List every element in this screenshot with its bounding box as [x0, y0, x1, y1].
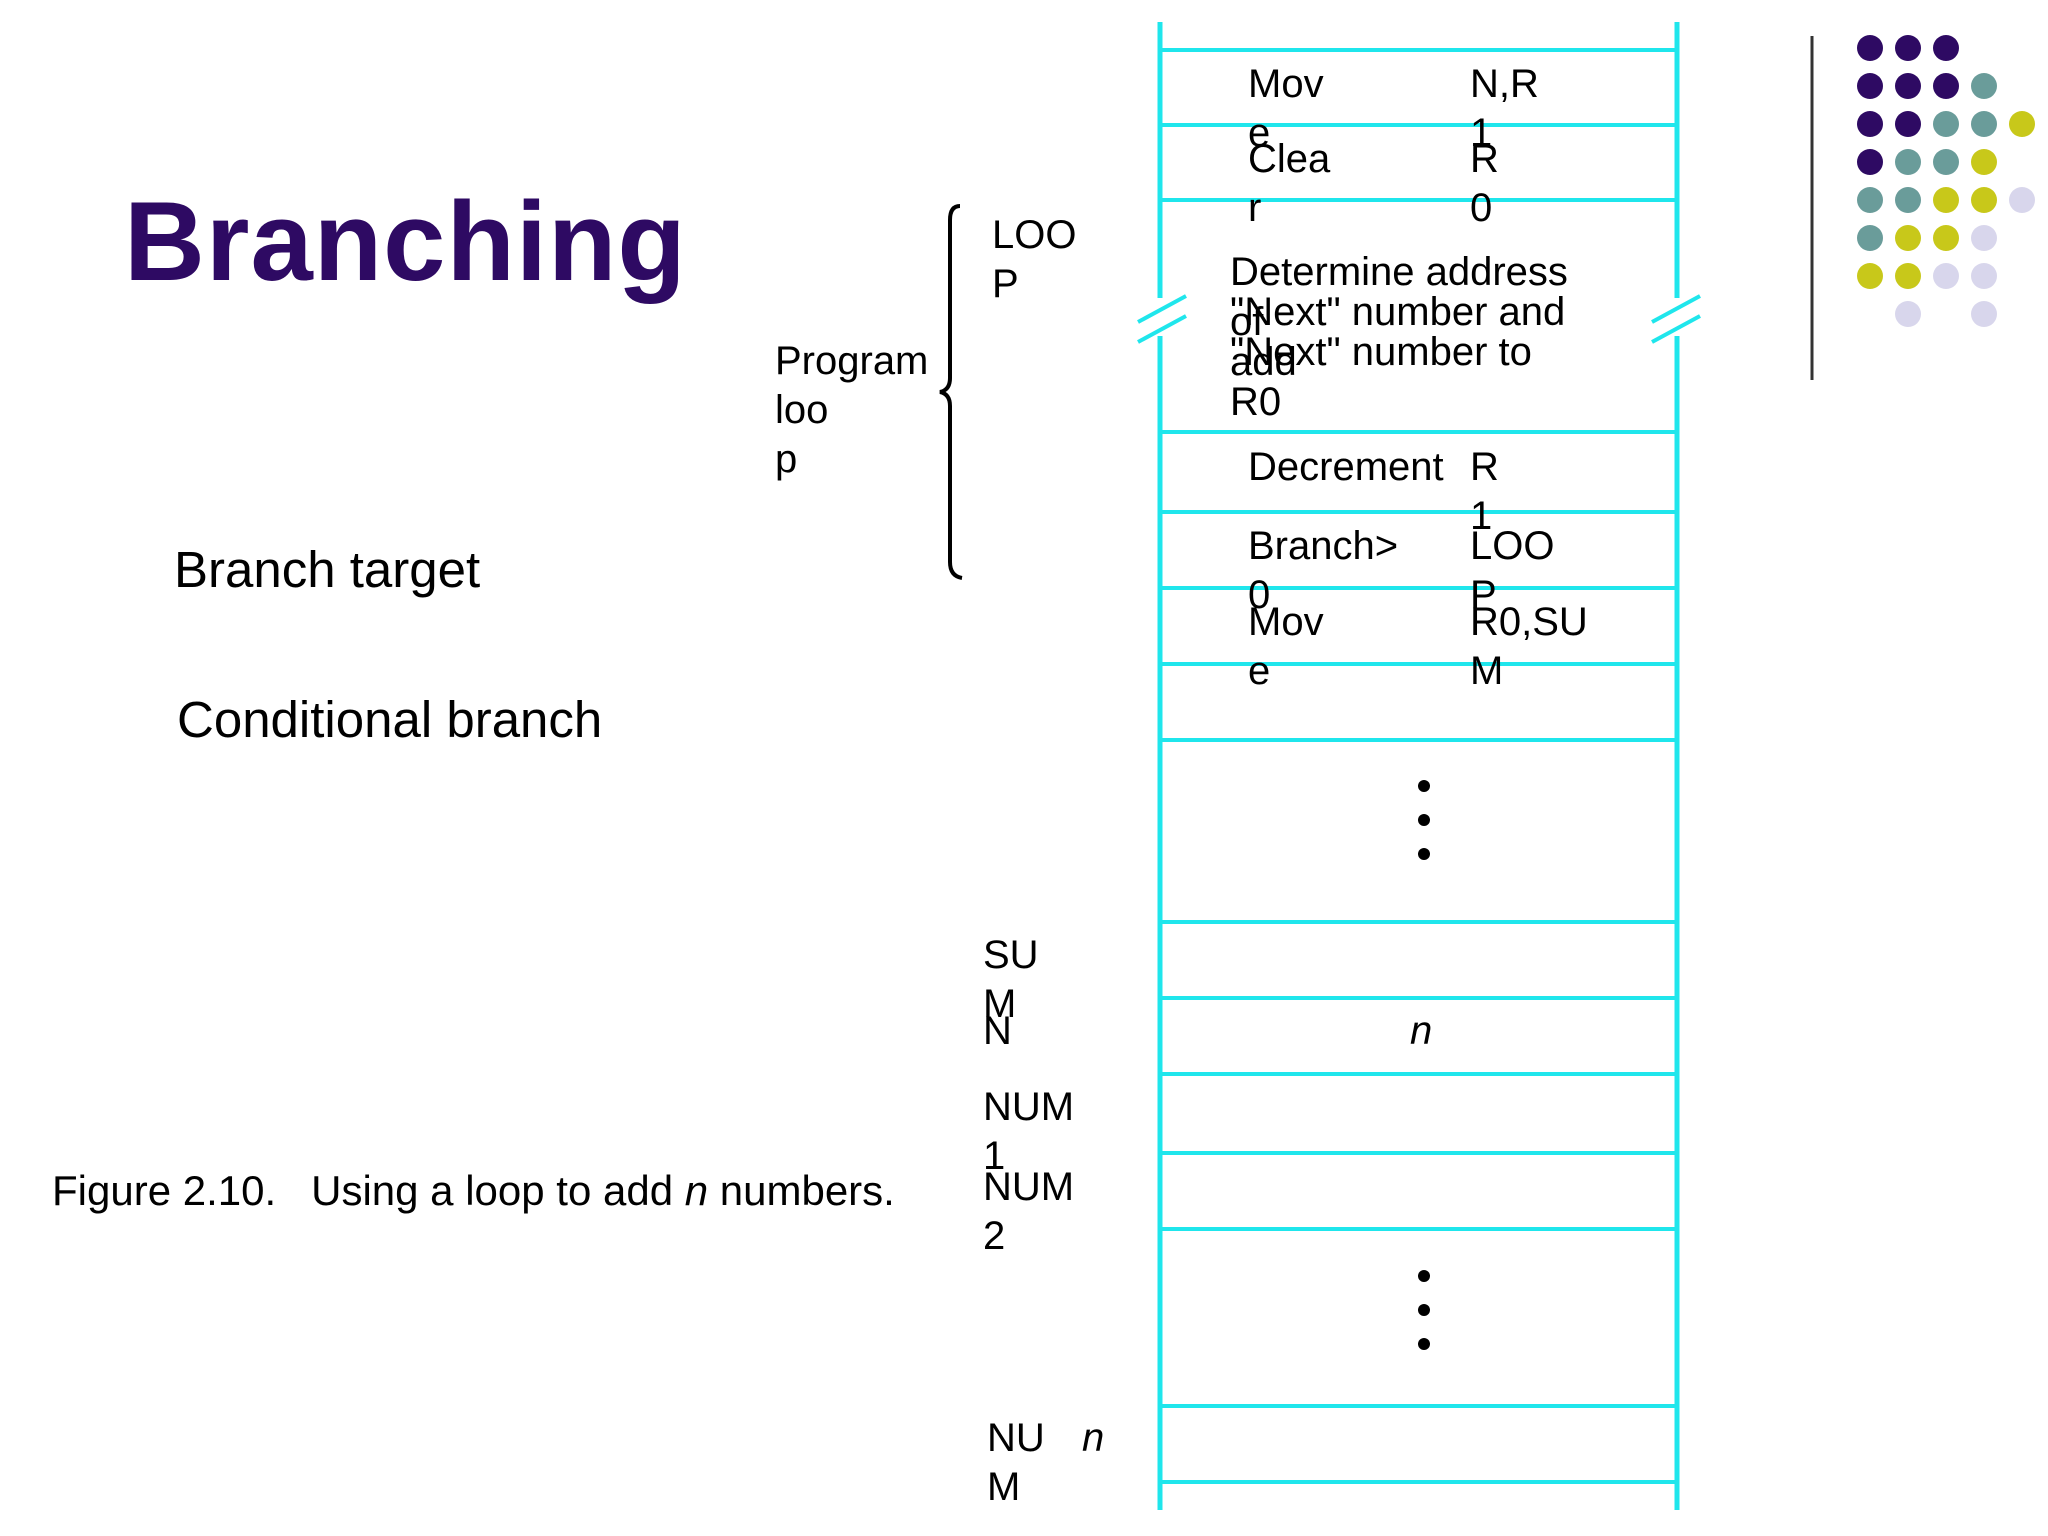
deco-dot [1895, 111, 1921, 137]
page-title: Branching [124, 179, 687, 304]
branch-target-label: Branch target [174, 541, 481, 598]
ellipsis-dot [1418, 848, 1430, 860]
conditional-branch-label: Conditional branch [177, 691, 603, 748]
instr-move-operand: N,R 1 [1470, 62, 1539, 155]
memory-column [1157, 22, 1680, 1510]
deco-dot [1895, 225, 1921, 251]
deco-dot [1857, 225, 1883, 251]
numn-label: NU M [987, 1416, 1045, 1509]
deco-dot [1933, 263, 1959, 289]
n-value: n [1410, 1009, 1433, 1053]
break-mark-right-2 [1651, 314, 1701, 344]
instr-clear-op: Clea r [1248, 137, 1331, 230]
deco-dot [2009, 111, 2035, 137]
block-line-4: add [1230, 340, 1297, 384]
instr-branch-op: Branch> 0 [1248, 524, 1399, 617]
deco-dot [1933, 149, 1959, 175]
ellipsis-dot [1418, 1338, 1430, 1350]
instr-move-sum-op: Mov e [1248, 600, 1324, 693]
deco-dot [1895, 301, 1921, 327]
deco-dot [1857, 111, 1883, 137]
break-mark-left-1 [1137, 294, 1187, 324]
ellipsis-dot [1418, 1304, 1430, 1316]
deco-dot [1933, 35, 1959, 61]
deco-dot [1971, 187, 1997, 213]
deco-dot [1971, 111, 1997, 137]
deco-dot [1933, 187, 1959, 213]
decorative-dot-grid [1857, 35, 2035, 327]
instr-clear-operand: R 0 [1470, 137, 1499, 230]
num1-label: NUM 1 [983, 1085, 1075, 1178]
deco-dot [1895, 149, 1921, 175]
break-mark-right-1 [1651, 294, 1701, 324]
ellipsis-dot [1418, 780, 1430, 792]
instr-decrement-op: Decrement [1248, 445, 1444, 489]
ellipsis-dot [1418, 1270, 1430, 1282]
deco-dot [1857, 149, 1883, 175]
deco-dot [1895, 35, 1921, 61]
caption-text-end: numbers. [708, 1167, 895, 1214]
block-line-2: of [1230, 300, 1264, 344]
deco-dot [1895, 73, 1921, 99]
deco-dot [1971, 301, 1997, 327]
row-lines [1160, 48, 1677, 1484]
numn-suffix: n [1082, 1416, 1105, 1460]
block-line-1: Determine address [1230, 250, 1568, 294]
block-line-3: "Next" number and [1230, 290, 1566, 334]
caption-n: n [684, 1167, 709, 1214]
deco-dot [1971, 73, 1997, 99]
deco-dot [1933, 73, 1959, 99]
program-loop-label: Program loo p [775, 339, 929, 481]
ellipsis-top [1418, 780, 1430, 860]
deco-dot [2009, 187, 2035, 213]
block-line-5: "Next" number to [1230, 330, 1532, 374]
deco-dot [1933, 225, 1959, 251]
ellipsis-dot [1418, 814, 1430, 826]
loop-brace [939, 204, 963, 580]
sum-label: SU M [983, 933, 1039, 1026]
figure-caption: Figure 2.10. Using a loop to add n numbe… [52, 1170, 895, 1212]
ellipsis-bottom [1418, 1270, 1430, 1350]
deco-dot [1857, 73, 1883, 99]
deco-dot [1857, 263, 1883, 289]
deco-dot [1933, 111, 1959, 137]
deco-dot [1895, 263, 1921, 289]
deco-dot [1971, 225, 1997, 251]
deco-dot [1971, 149, 1997, 175]
break-mark-left-2 [1137, 314, 1187, 344]
n-label: N [983, 1009, 1012, 1053]
caption-text-start: Figure 2.10. Using a loop to add [52, 1167, 685, 1214]
break-marks [1137, 294, 1701, 344]
block-line-6: R0 [1230, 380, 1282, 424]
loop-label: LOO P [992, 213, 1077, 306]
deco-dot [1895, 187, 1921, 213]
instr-move-op: Mov e [1248, 62, 1324, 155]
deco-dot [1857, 35, 1883, 61]
instr-branch-operand: LOO P [1470, 524, 1555, 617]
num2-label: NUM 2 [983, 1165, 1075, 1258]
deco-dot [1857, 187, 1883, 213]
deco-dot [1971, 263, 1997, 289]
instr-move-sum-operand: R0,SU M [1470, 600, 1588, 693]
instr-decrement-operand: R 1 [1470, 445, 1499, 538]
